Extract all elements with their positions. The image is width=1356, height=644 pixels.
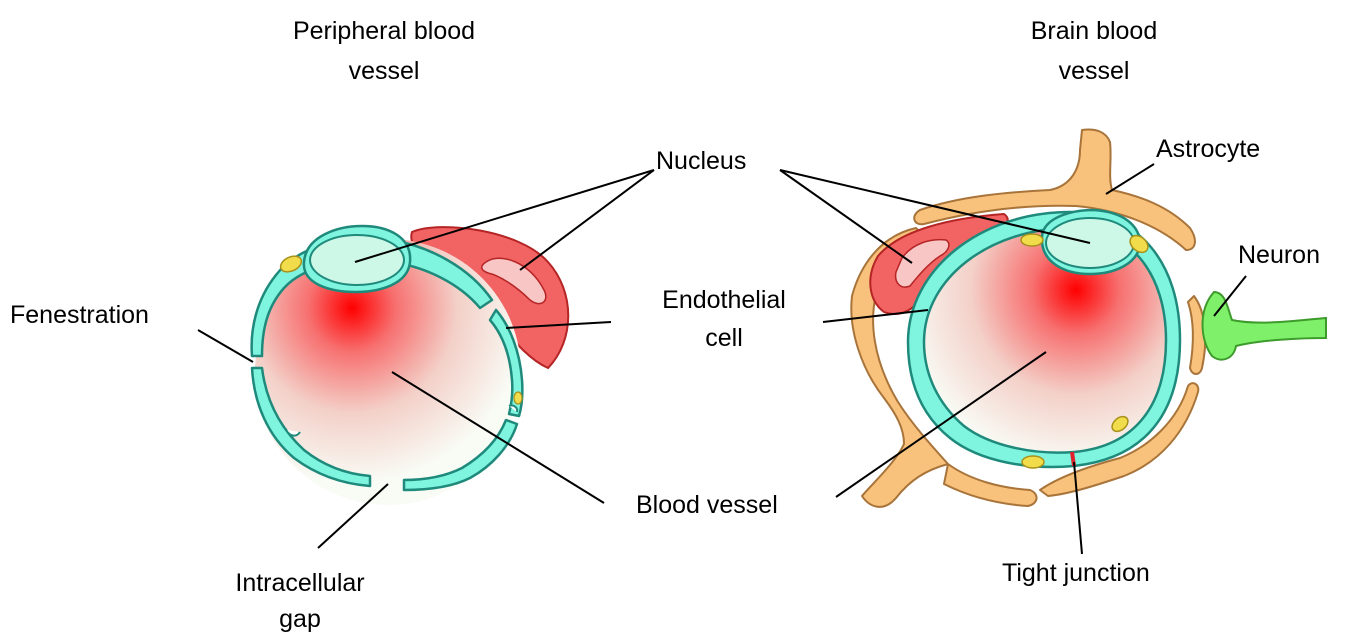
peripheral-title-line1: Peripheral blood: [293, 12, 475, 50]
mitochondrion-right-1: [1021, 234, 1043, 246]
leader-astrocyte: [1106, 164, 1154, 194]
brain-title-line1: Brain blood: [1031, 12, 1157, 50]
label-astrocyte: Astrocyte: [1156, 130, 1260, 168]
label-blood-vessel: Blood vessel: [636, 486, 778, 524]
label-endothelial-line2: cell: [705, 319, 743, 357]
leader-fenestration: [198, 330, 253, 362]
label-tight-junction: Tight junction: [1002, 554, 1150, 592]
brain-vessel: [851, 130, 1326, 507]
label-fenestration: Fenestration: [10, 296, 149, 334]
label-intracellular-line1: Intracellular: [235, 564, 364, 602]
leader-nucleus-pericyte-right: [780, 170, 912, 263]
peripheral-title-line2: vessel: [349, 52, 420, 90]
label-endothelial-line1: Endothelial: [662, 281, 786, 319]
brain-title-line2: vessel: [1059, 52, 1130, 90]
leader-nucleus-pericyte-left: [520, 170, 654, 270]
mitochondrion-right-4: [1022, 456, 1044, 468]
mitochondrion-left-2: [514, 392, 522, 404]
peripheral-vessel: [252, 226, 569, 505]
label-intracellular-line2: gap: [279, 600, 321, 638]
label-neuron: Neuron: [1238, 236, 1320, 274]
label-nucleus: Nucleus: [656, 142, 746, 180]
nucleus-left: [310, 235, 404, 285]
neuron-shape: [1203, 292, 1327, 360]
